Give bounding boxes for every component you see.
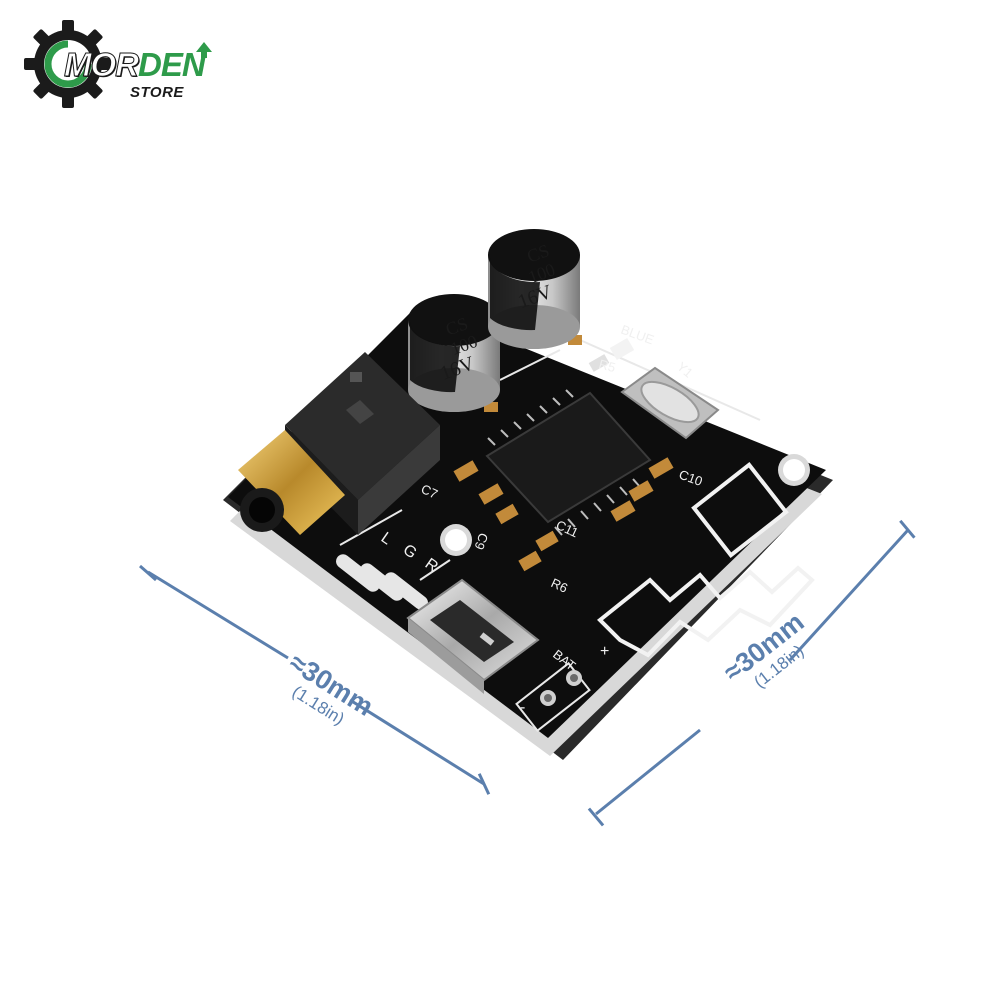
- logo-subtitle: STORE: [130, 84, 184, 101]
- antenna-outline: [691, 462, 789, 558]
- label-r5: R5: [597, 356, 617, 375]
- bluetooth-ic-chip: [485, 391, 652, 524]
- label-plus: +: [600, 643, 609, 660]
- capacitor-2: [488, 229, 580, 349]
- gear-icon: [24, 20, 112, 108]
- label-c9: C9: [471, 531, 491, 552]
- label-c7: C7: [419, 481, 440, 502]
- capacitor-1: [408, 294, 500, 412]
- bat-solder-pads: [540, 670, 582, 706]
- status-led: [609, 337, 635, 361]
- store-logo: MORDEN STORE: [18, 14, 218, 114]
- logo-text-mor: MOR: [64, 46, 140, 83]
- lgr-solder-pads: [336, 554, 428, 610]
- arrow-up-icon: [196, 42, 212, 58]
- label-y1: Y1: [674, 359, 696, 381]
- logo-text-den: DEN: [138, 46, 206, 83]
- mounting-holes: [440, 454, 810, 556]
- dimension-lines: [139, 519, 916, 827]
- label-minus: -: [520, 699, 525, 716]
- crystal-oscillator: [620, 366, 720, 440]
- audio-jack: [238, 352, 440, 535]
- label-r6: R6: [549, 575, 570, 596]
- pcb-antenna-trace: [597, 565, 815, 658]
- micro-usb-port: [406, 578, 540, 694]
- logo-wordmark: MORDEN: [64, 46, 206, 83]
